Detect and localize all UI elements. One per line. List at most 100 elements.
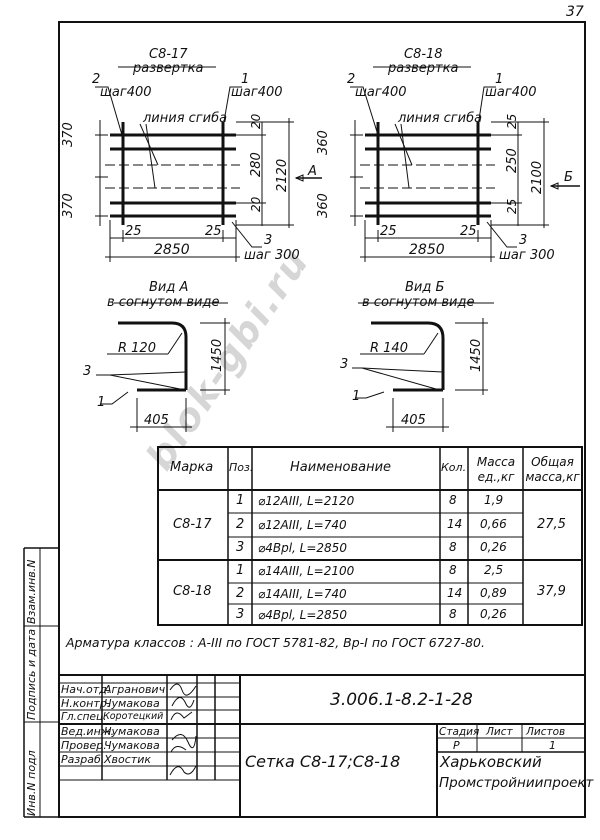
stage-label: Стадия xyxy=(439,726,480,738)
tb-role-3: Гл.спец. xyxy=(61,711,107,723)
g1r1-qty: 8 xyxy=(449,493,457,507)
th-unit-mass: Масса ед.,кг xyxy=(476,455,516,484)
left-dim-total: 2120 xyxy=(275,158,290,192)
g1r2-name: ⌀12АIII, L=740 xyxy=(258,518,347,532)
view-a-pos3: 3 xyxy=(83,364,92,379)
g2r2-mass: 0,89 xyxy=(480,586,507,600)
g1r2-mass: 0,66 xyxy=(480,517,507,531)
g2r1-qty: 8 xyxy=(449,563,457,577)
g2r3-name: ⌀4Врl, L=2850 xyxy=(258,608,347,622)
left-pos2: 2 xyxy=(92,72,101,87)
view-a-pos1: 1 xyxy=(97,395,106,410)
th-qty: Кол. xyxy=(441,461,467,474)
th-total-mass: Общая масса,кг xyxy=(525,455,580,484)
org-line-2: Промстройниипроект xyxy=(439,775,594,791)
right-dim-right-bot: 25 xyxy=(505,198,519,214)
left-bend-label: линия сгиба xyxy=(143,111,228,126)
page-frame xyxy=(58,21,586,818)
right-subtitle: развертка xyxy=(388,61,459,76)
right-view-letter: Б xyxy=(564,170,573,185)
left-dim-left-top: 370 xyxy=(61,122,76,147)
view-a-subtitle: в согнутом виде xyxy=(107,295,220,310)
g1r1-mass: 1,9 xyxy=(484,493,504,507)
tb-role-1: Нач.отд. xyxy=(61,683,111,696)
right-dim-bottom-right: 25 xyxy=(460,224,477,239)
view-a-title: Вид А xyxy=(149,280,189,295)
view-b-radius: R 140 xyxy=(370,341,408,356)
tb-role-6: Разраб. xyxy=(61,753,105,766)
tb-role-5: Провер. xyxy=(61,739,107,752)
tb-name-5: Чумакова xyxy=(104,739,160,752)
left-dim-right-top: 20 xyxy=(249,113,263,129)
left-pos3: 3 xyxy=(264,233,273,248)
group1-mark: С8-17 xyxy=(173,517,212,532)
g1r3-mass: 0,26 xyxy=(480,540,507,554)
view-b-subtitle: в согнутом виде xyxy=(362,295,475,310)
g1r2-qty: 14 xyxy=(447,517,463,531)
g1r1-pos: 1 xyxy=(236,493,245,508)
stage-value: Р xyxy=(453,739,460,752)
g2r3-qty: 8 xyxy=(449,607,457,621)
drawing-name: Сетка С8-17;С8-18 xyxy=(245,752,401,771)
tb-name-2: Чумакова xyxy=(104,697,160,710)
g2r2-pos: 2 xyxy=(236,586,245,601)
right-dim-total: 2100 xyxy=(530,160,545,194)
g1r1-name: ⌀12АIII, L=2120 xyxy=(258,494,355,508)
right-dim-bottom-left: 25 xyxy=(380,224,397,239)
tb-name-6: Хвостик xyxy=(104,753,151,766)
bent-view-a xyxy=(96,302,230,432)
g2r3-mass: 0,26 xyxy=(480,607,507,621)
right-dim-width: 2850 xyxy=(409,242,445,258)
right-pos2-step: шаг400 xyxy=(355,85,407,100)
bent-view-b xyxy=(352,302,494,432)
left-dim-right-mid: 280 xyxy=(249,152,264,177)
document-code: 3.006.1-8.2-1-28 xyxy=(330,690,473,710)
right-bend-label: линия сгиба xyxy=(398,111,483,126)
th-pos: Поз. xyxy=(229,461,254,474)
sheets-value: 1 xyxy=(549,739,556,752)
sheets-label: Листов xyxy=(526,726,566,738)
left-dim-bottom-left: 25 xyxy=(125,224,142,239)
g2r1-pos: 1 xyxy=(236,563,245,578)
tb-role-4: Вед.инж. xyxy=(61,725,115,738)
g1r3-qty: 8 xyxy=(449,540,457,554)
view-b-pos1: 1 xyxy=(352,389,361,404)
left-view-letter: А xyxy=(308,164,317,179)
left-dim-bottom-right: 25 xyxy=(205,224,222,239)
left-pos1-step: шаг400 xyxy=(231,85,283,100)
right-pos3-step: шаг 300 xyxy=(499,248,555,263)
view-b-pos3: 3 xyxy=(340,357,349,372)
g2r2-name: ⌀14АIII, L=740 xyxy=(258,587,347,601)
mesh-drawing-left xyxy=(95,66,322,262)
right-pos1: 1 xyxy=(495,72,504,87)
side-label-inv: Инв.N подл xyxy=(25,750,38,816)
left-pos3-step: шаг 300 xyxy=(244,248,300,263)
left-dim-right-bot: 20 xyxy=(249,196,263,212)
right-title: С8-18 xyxy=(404,47,443,62)
right-dim-left-bottom: 360 xyxy=(316,193,331,218)
g1r2-pos: 2 xyxy=(236,517,245,532)
g2r1-name: ⌀14АIII, L=2100 xyxy=(258,564,355,578)
left-dim-width: 2850 xyxy=(154,242,190,258)
view-b-title: Вид Б xyxy=(405,280,445,295)
right-dim-left-top: 360 xyxy=(316,130,331,155)
tb-name-4: Чумакова xyxy=(104,725,160,738)
view-a-width: 405 xyxy=(144,413,169,428)
view-a-height: 1450 xyxy=(210,338,225,372)
th-mark: Марка xyxy=(170,460,214,475)
view-b-width: 405 xyxy=(401,413,426,428)
page-number: 37 xyxy=(566,4,584,20)
side-label-sign: Подпись и дата xyxy=(25,628,38,720)
left-pos2-step: шаг400 xyxy=(100,85,152,100)
g2r3-pos: 3 xyxy=(236,607,245,622)
sheet-label: Лист xyxy=(486,726,513,738)
left-title: С8-17 xyxy=(149,47,188,62)
mesh-drawing-right xyxy=(350,66,580,262)
title-block-grid xyxy=(59,674,585,817)
view-b-height: 1450 xyxy=(469,338,484,372)
right-dim-right-top: 25 xyxy=(505,113,519,129)
right-pos2: 2 xyxy=(347,72,356,87)
reinforcement-note: Арматура классов : А-III по ГОСТ 5781-82… xyxy=(66,635,485,650)
view-a-radius: R 120 xyxy=(118,341,156,356)
